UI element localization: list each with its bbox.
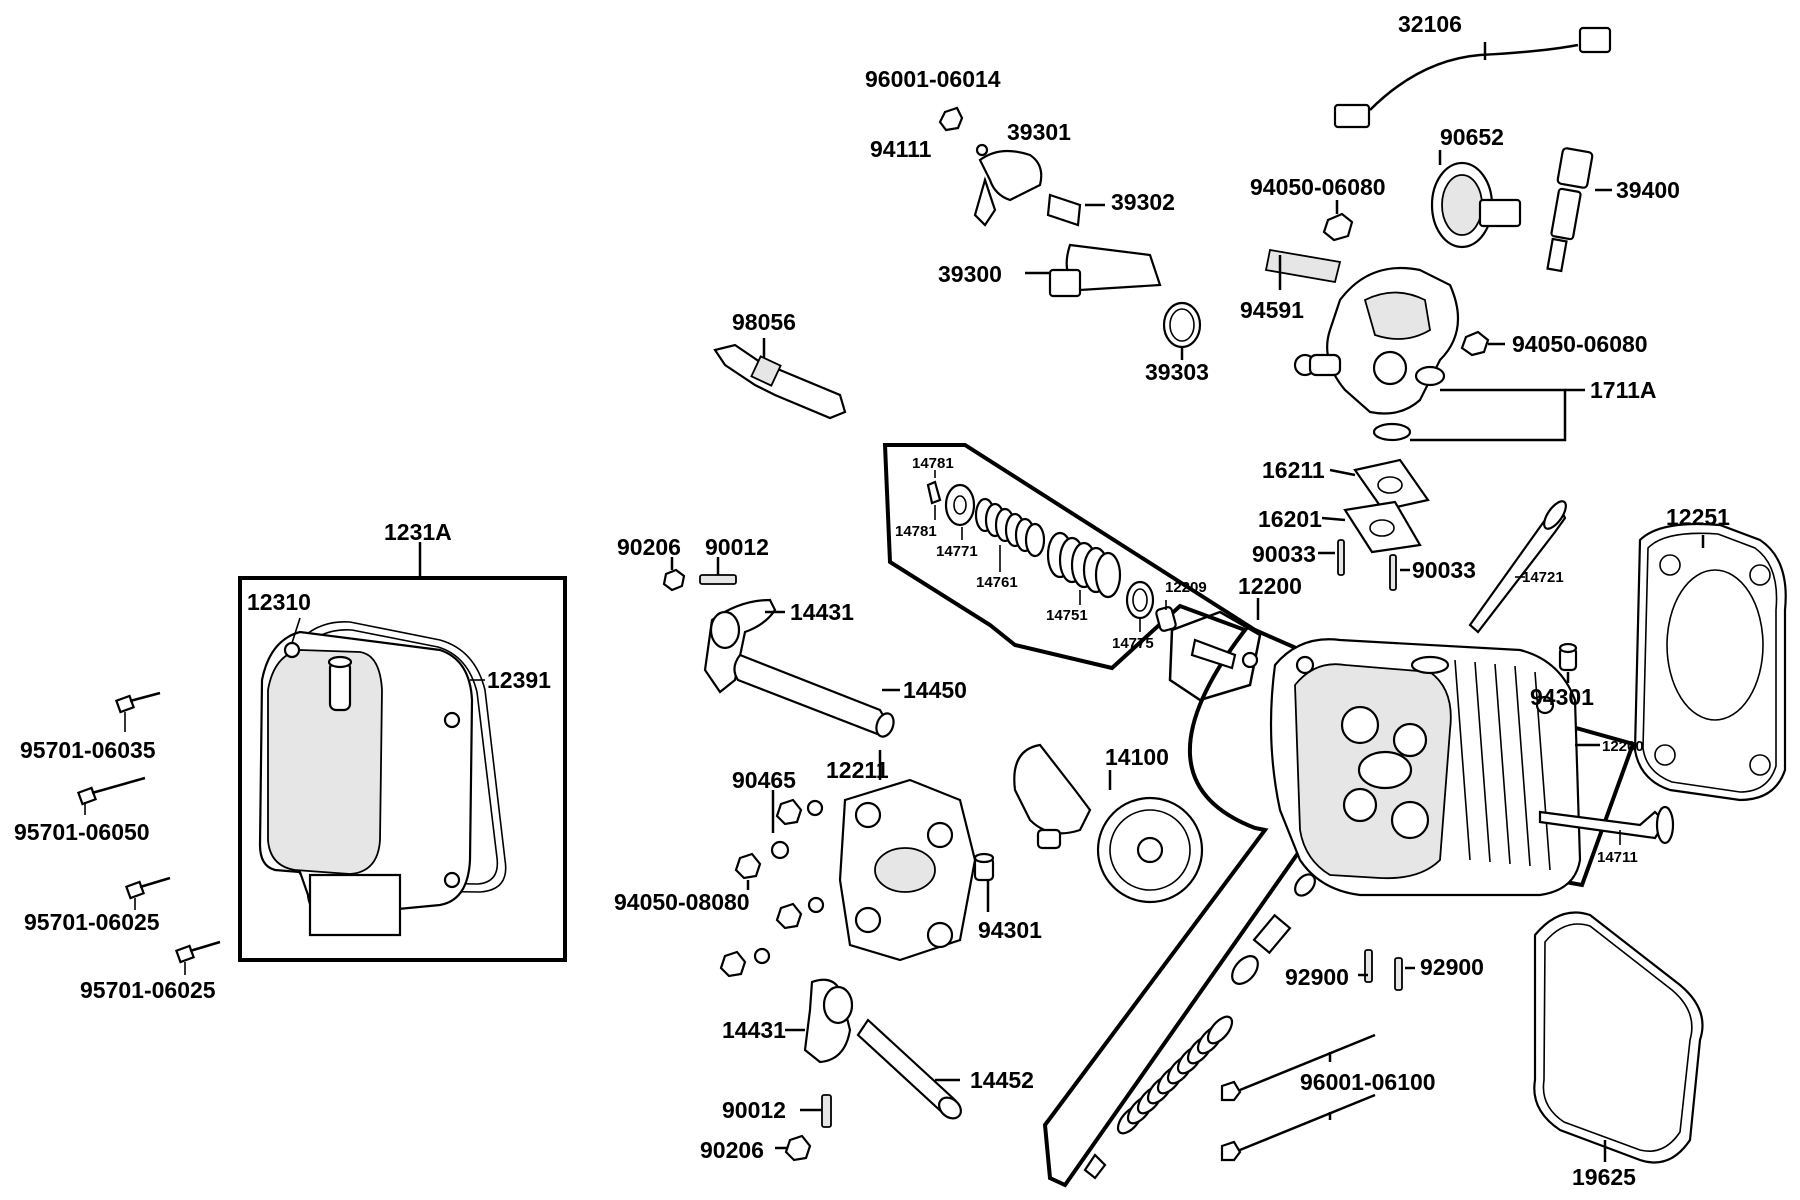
label-12310: 12310	[247, 589, 311, 615]
label-94301-right: 94301	[1530, 684, 1594, 710]
label-32106: 32106	[1398, 11, 1462, 37]
label-1231A: 1231A	[384, 519, 452, 545]
label-12391: 12391	[487, 667, 551, 693]
label-14751: 14751	[1046, 607, 1088, 624]
label-96001-06014: 96001-06014	[865, 66, 1001, 92]
label-14771: 14771	[936, 543, 978, 560]
rocker-arm-group	[662, 557, 1204, 1162]
label-98056: 98056	[732, 309, 796, 335]
bolt-95701-06025-b	[174, 940, 221, 964]
exhaust-valve-train-strip	[1083, 873, 1316, 1180]
label-14100: 14100	[1105, 744, 1169, 770]
label-95701-06035: 95701-06035	[20, 737, 156, 763]
label-96001-06100: 96001-06100	[1300, 1069, 1436, 1095]
label-14761: 14761	[976, 574, 1018, 591]
bolt-95701-06025-a	[124, 876, 171, 900]
label-90033-left: 90033	[1252, 541, 1316, 567]
inner-spring-14761	[974, 497, 1046, 558]
label-14781-top: 14781	[912, 455, 954, 472]
label-90033-right: 90033	[1412, 557, 1476, 583]
bolt-95701-06035	[114, 691, 161, 714]
label-94111: 94111	[870, 136, 932, 162]
label-94050-06080-mid: 94050-06080	[1512, 331, 1648, 357]
spring-stack-lower	[1116, 1015, 1234, 1135]
label-90012-top: 90012	[705, 534, 769, 560]
label-19625: 19625	[1572, 1164, 1636, 1190]
label-14721: 14721	[1522, 569, 1564, 586]
label-92900-left: 92900	[1285, 964, 1349, 990]
label-90012-bottom: 90012	[722, 1097, 786, 1123]
label-39302: 39302	[1111, 189, 1175, 215]
label-14431-top: 14431	[790, 599, 854, 625]
part-labels: 32106 96001-06014 94111 39301 39302 3930…	[14, 11, 1730, 1190]
cylinder-head-12200	[1269, 500, 1675, 897]
label-1711A: 1711A	[1590, 377, 1657, 403]
label-14775: 14775	[1112, 635, 1154, 652]
label-16201: 16201	[1258, 506, 1322, 532]
injector-throttle-group	[938, 26, 1612, 442]
label-14452: 14452	[970, 1067, 1034, 1093]
label-39400: 39400	[1616, 177, 1680, 203]
label-94591: 94591	[1240, 297, 1304, 323]
label-12211: 12211	[826, 757, 889, 783]
label-39300: 39300	[938, 261, 1002, 287]
label-90206-bottom: 90206	[700, 1137, 764, 1163]
label-12200-top: 12200	[1238, 573, 1302, 599]
label-94050-06080-top: 94050-06080	[1250, 174, 1386, 200]
label-95701-06025-b: 95701-06025	[80, 977, 216, 1003]
label-95701-06050: 95701-06050	[14, 819, 150, 845]
spark-plug-98056	[713, 338, 847, 420]
label-39301: 39301	[1007, 119, 1071, 145]
label-12200-right: 12200	[1602, 738, 1644, 755]
label-94301-left: 94301	[978, 917, 1042, 943]
label-90206-top: 90206	[617, 534, 681, 560]
outer-spring-14751	[1046, 531, 1122, 599]
label-92900-right: 92900	[1420, 954, 1484, 980]
label-90652: 90652	[1440, 124, 1504, 150]
cylinder-head-cover-group	[76, 542, 567, 975]
bolt-95701-06050	[76, 776, 146, 806]
label-12251: 12251	[1666, 504, 1730, 530]
label-14711: 14711	[1597, 849, 1638, 866]
label-90465: 90465	[732, 767, 796, 793]
gaskets-studs-group	[1220, 458, 1787, 1164]
label-14431-bottom: 14431	[722, 1017, 786, 1043]
label-39303: 39303	[1145, 359, 1209, 385]
label-95701-06025-a: 95701-06025	[24, 909, 160, 935]
label-16211: 16211	[1262, 457, 1325, 483]
label-14781-bottom: 14781	[895, 523, 937, 540]
label-94050-08080: 94050-08080	[614, 889, 750, 915]
label-14450: 14450	[903, 677, 967, 703]
label-12209: 12209	[1165, 579, 1207, 596]
